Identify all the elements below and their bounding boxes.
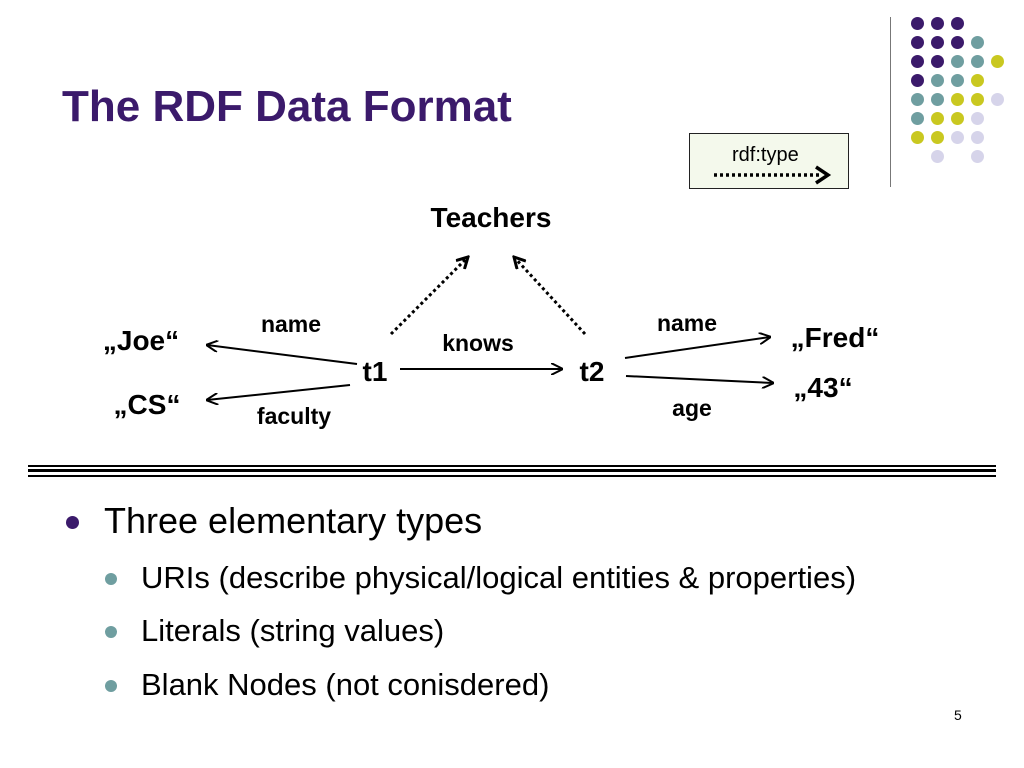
node-43: „43“ (793, 372, 852, 403)
node-teachers: Teachers (431, 202, 552, 233)
slide-title: The RDF Data Format (62, 82, 512, 131)
decor-dot (991, 55, 1004, 68)
decor-dot (971, 36, 984, 49)
bullet-heading: Three elementary types (104, 500, 483, 541)
header-divider-line (890, 17, 891, 187)
decor-dot (911, 36, 924, 49)
bullet-dot-level2 (105, 626, 117, 638)
edge-label-t1-faculty: faculty (257, 403, 331, 429)
dotted-arrow-icon (714, 165, 832, 185)
decor-dot (911, 74, 924, 87)
type-edge-t2 (514, 257, 587, 336)
decor-dot (911, 112, 924, 125)
page-number: 5 (954, 707, 962, 723)
bullet-dot-level2 (105, 573, 117, 585)
decor-dot (971, 74, 984, 87)
decor-dot (931, 93, 944, 106)
bullet-item: URIs (describe physical/logical entities… (141, 560, 857, 595)
node-t1: t1 (363, 356, 388, 387)
decor-dot (951, 74, 964, 87)
decor-dot (911, 131, 924, 144)
decor-dot (951, 131, 964, 144)
decor-dot (971, 93, 984, 106)
edge-label-t2-name: name (657, 310, 717, 336)
decor-dot (931, 36, 944, 49)
rdf-diagram: Teachers t1 t2 „Joe“ „CS“ „Fred“ „43“ na… (103, 202, 880, 429)
edge-t2-name (624, 337, 770, 359)
bullet-dot-level1 (66, 516, 79, 529)
decor-dot (991, 93, 1004, 106)
decor-dot (951, 17, 964, 30)
decor-dot (971, 55, 984, 68)
bullet-item: Literals (string values) (141, 613, 445, 648)
decor-dot (951, 55, 964, 68)
edge-t2-age (625, 375, 773, 383)
legend-label: rdf:type (732, 144, 799, 166)
decor-dot (911, 17, 924, 30)
decor-dot (951, 36, 964, 49)
decor-dot (971, 112, 984, 125)
decor-dot (951, 93, 964, 106)
edge-label-knows: knows (442, 330, 514, 356)
node-cs: „CS“ (114, 389, 181, 420)
decor-dot (931, 131, 944, 144)
bullet-item: Blank Nodes (not conisdered) (141, 667, 550, 702)
legend-box: rdf:type (689, 133, 849, 189)
edge-t1-name (207, 345, 358, 365)
decor-dot (971, 131, 984, 144)
decor-dot (911, 93, 924, 106)
decor-dot (931, 150, 944, 163)
decor-dot (911, 55, 924, 68)
node-joe: „Joe“ (103, 325, 179, 356)
bullet-dot-level2 (105, 680, 117, 692)
edge-label-t1-name: name (261, 311, 321, 337)
node-t2: t2 (580, 356, 605, 387)
edge-t1-faculty (207, 384, 351, 400)
decor-dot (951, 112, 964, 125)
decor-dot (931, 17, 944, 30)
decor-dot (931, 74, 944, 87)
node-fred: „Fred“ (791, 322, 880, 353)
type-edge-t1 (389, 257, 468, 336)
decor-dot (931, 55, 944, 68)
decor-dot (971, 150, 984, 163)
decor-dot (931, 112, 944, 125)
edge-label-t2-age: age (672, 395, 712, 421)
